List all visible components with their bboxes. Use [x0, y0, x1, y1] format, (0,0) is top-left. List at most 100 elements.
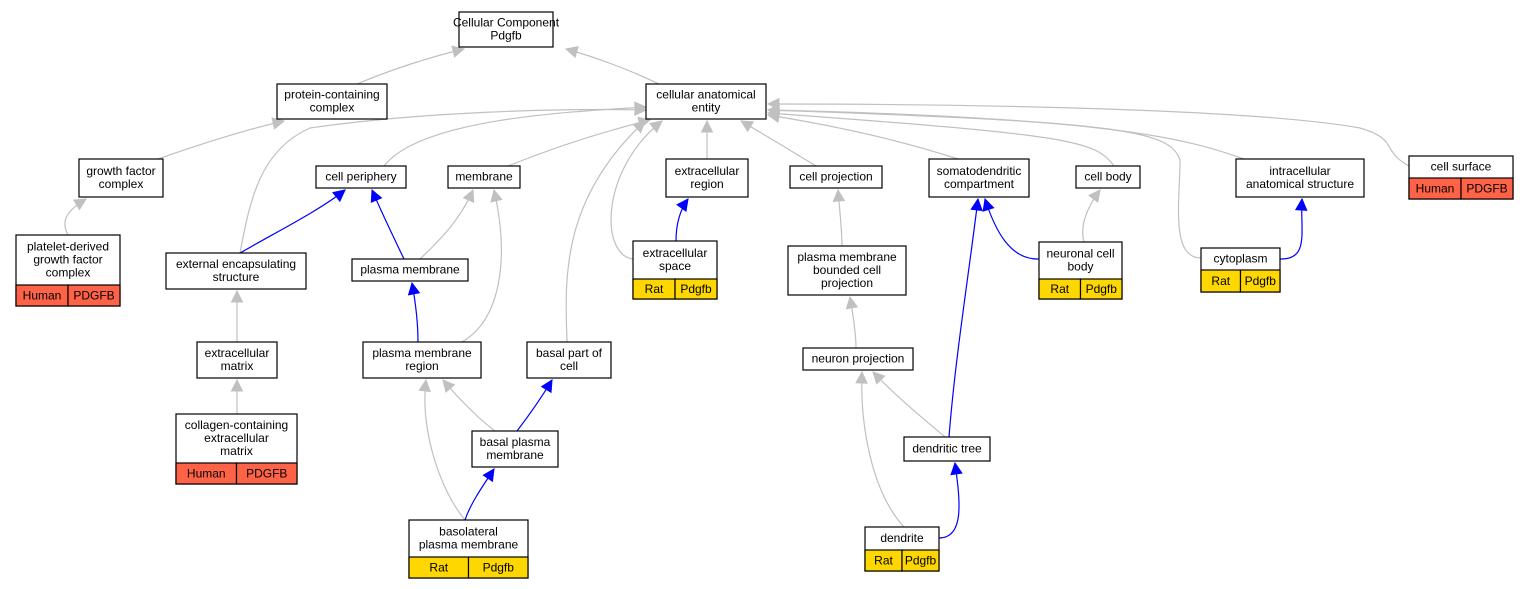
term-label-line: extracellular [643, 246, 708, 260]
term-label-line: anatomical structure [1246, 177, 1354, 191]
edge-blpm-to-pmr [418, 378, 466, 521]
arrowhead-icon [271, 117, 286, 130]
term-node-mem[interactable]: membrane [447, 165, 521, 189]
term-label-line: cell periphery [325, 170, 396, 184]
edge-pdgfc-to-gfc [64, 198, 87, 236]
term-box [787, 245, 907, 296]
arrowhead-icon [482, 468, 495, 483]
term-box [276, 83, 388, 120]
term-node-pm[interactable]: plasma membrane [351, 258, 469, 282]
edge-cae-to-root [564, 45, 660, 85]
term-box [802, 347, 914, 371]
term-label-line: structure [213, 270, 260, 284]
term-label-line: space [659, 259, 691, 273]
term-label-line: extracellular [675, 164, 740, 178]
term-label-line: extracellular [205, 346, 270, 360]
term-label-line: basal plasma [480, 435, 551, 449]
term-label-line: growth factor [33, 253, 102, 267]
annotation-gene-label: PDGFB [1466, 182, 1507, 196]
edge-den-to-dt [938, 461, 963, 539]
term-label-line: protein-containing [284, 88, 379, 102]
edge-blpm-to-bpm [464, 468, 495, 521]
term-box [665, 158, 749, 198]
term-label-line: complex [99, 177, 144, 191]
term-box [789, 165, 883, 189]
edge-cp-to-cae [383, 101, 648, 167]
term-box [362, 341, 482, 379]
term-label-line: membrane [455, 170, 513, 184]
arrowhead-icon [740, 120, 755, 133]
annotation-species-label: Rat [645, 282, 664, 296]
edge-cyto-to-cae [766, 104, 1202, 259]
annotation-gene-cell [1079, 278, 1123, 300]
term-label-line: cytoplasm [1213, 252, 1267, 266]
term-label-line: neuron projection [812, 352, 905, 366]
edge-pmr-to-pm [407, 281, 421, 343]
arrowhead-icon [418, 378, 431, 393]
term-label-line: entity [692, 101, 721, 115]
arrowhead-icon [230, 378, 244, 392]
term-node-cproj[interactable]: cell projection [789, 165, 883, 189]
term-node-cb[interactable]: cell body [1075, 165, 1141, 189]
term-label-line: plasma membrane [372, 346, 472, 360]
edge-ecm-to-ees [230, 289, 244, 342]
annotation-species-label: Rat [1050, 282, 1069, 296]
annotation-species-label: Rat [874, 554, 893, 568]
term-box [447, 165, 521, 189]
edge-cs-to-cae [766, 97, 1410, 167]
term-label-line: basolateral [439, 525, 498, 539]
term-label-line: plasma membrane [797, 250, 897, 264]
term-label-line: cell surface [1431, 160, 1492, 174]
arrowhead-icon [564, 45, 579, 59]
annotation-gene-label: Pdgfb [1086, 282, 1118, 296]
annotation-gene-cell [674, 278, 718, 300]
edge-pcc-to-root [356, 45, 466, 85]
term-label-line: complex [46, 266, 91, 280]
term-label-line: dendritic tree [912, 442, 982, 456]
term-label-line: dendrite [880, 531, 924, 545]
term-label-line: region [405, 359, 438, 373]
term-node-dt[interactable]: dendritic tree [903, 436, 991, 462]
edge-ecs-to-cae [610, 120, 663, 260]
term-label-line: extracellular [204, 431, 269, 445]
term-node-np[interactable]: neuron projection [802, 347, 914, 371]
edge-cyto-to-ias [1279, 197, 1308, 260]
term-label-line: neuronal cell [1046, 247, 1114, 261]
term-label-line: body [1067, 260, 1093, 274]
term-box [645, 83, 767, 120]
term-label-line: cell [560, 359, 578, 373]
term-box [165, 252, 307, 290]
term-node-cecm[interactable]: collagen-containingextracellularmatrixHu… [175, 413, 298, 485]
term-label-line: plasma membrane [419, 538, 519, 552]
edge-bpm-to-pmr [442, 379, 496, 432]
term-node-cp[interactable]: cell periphery [315, 165, 407, 189]
edge-bpc-to-cae [565, 120, 646, 343]
annotation-gene-label: Pdgfb [905, 554, 937, 568]
term-label-line: cell projection [799, 170, 872, 184]
edge-dt-to-np [872, 371, 946, 438]
term-label-line: complex [310, 101, 355, 115]
arrowhead-icon [766, 104, 780, 117]
edge-ecr-to-cae [700, 119, 714, 159]
